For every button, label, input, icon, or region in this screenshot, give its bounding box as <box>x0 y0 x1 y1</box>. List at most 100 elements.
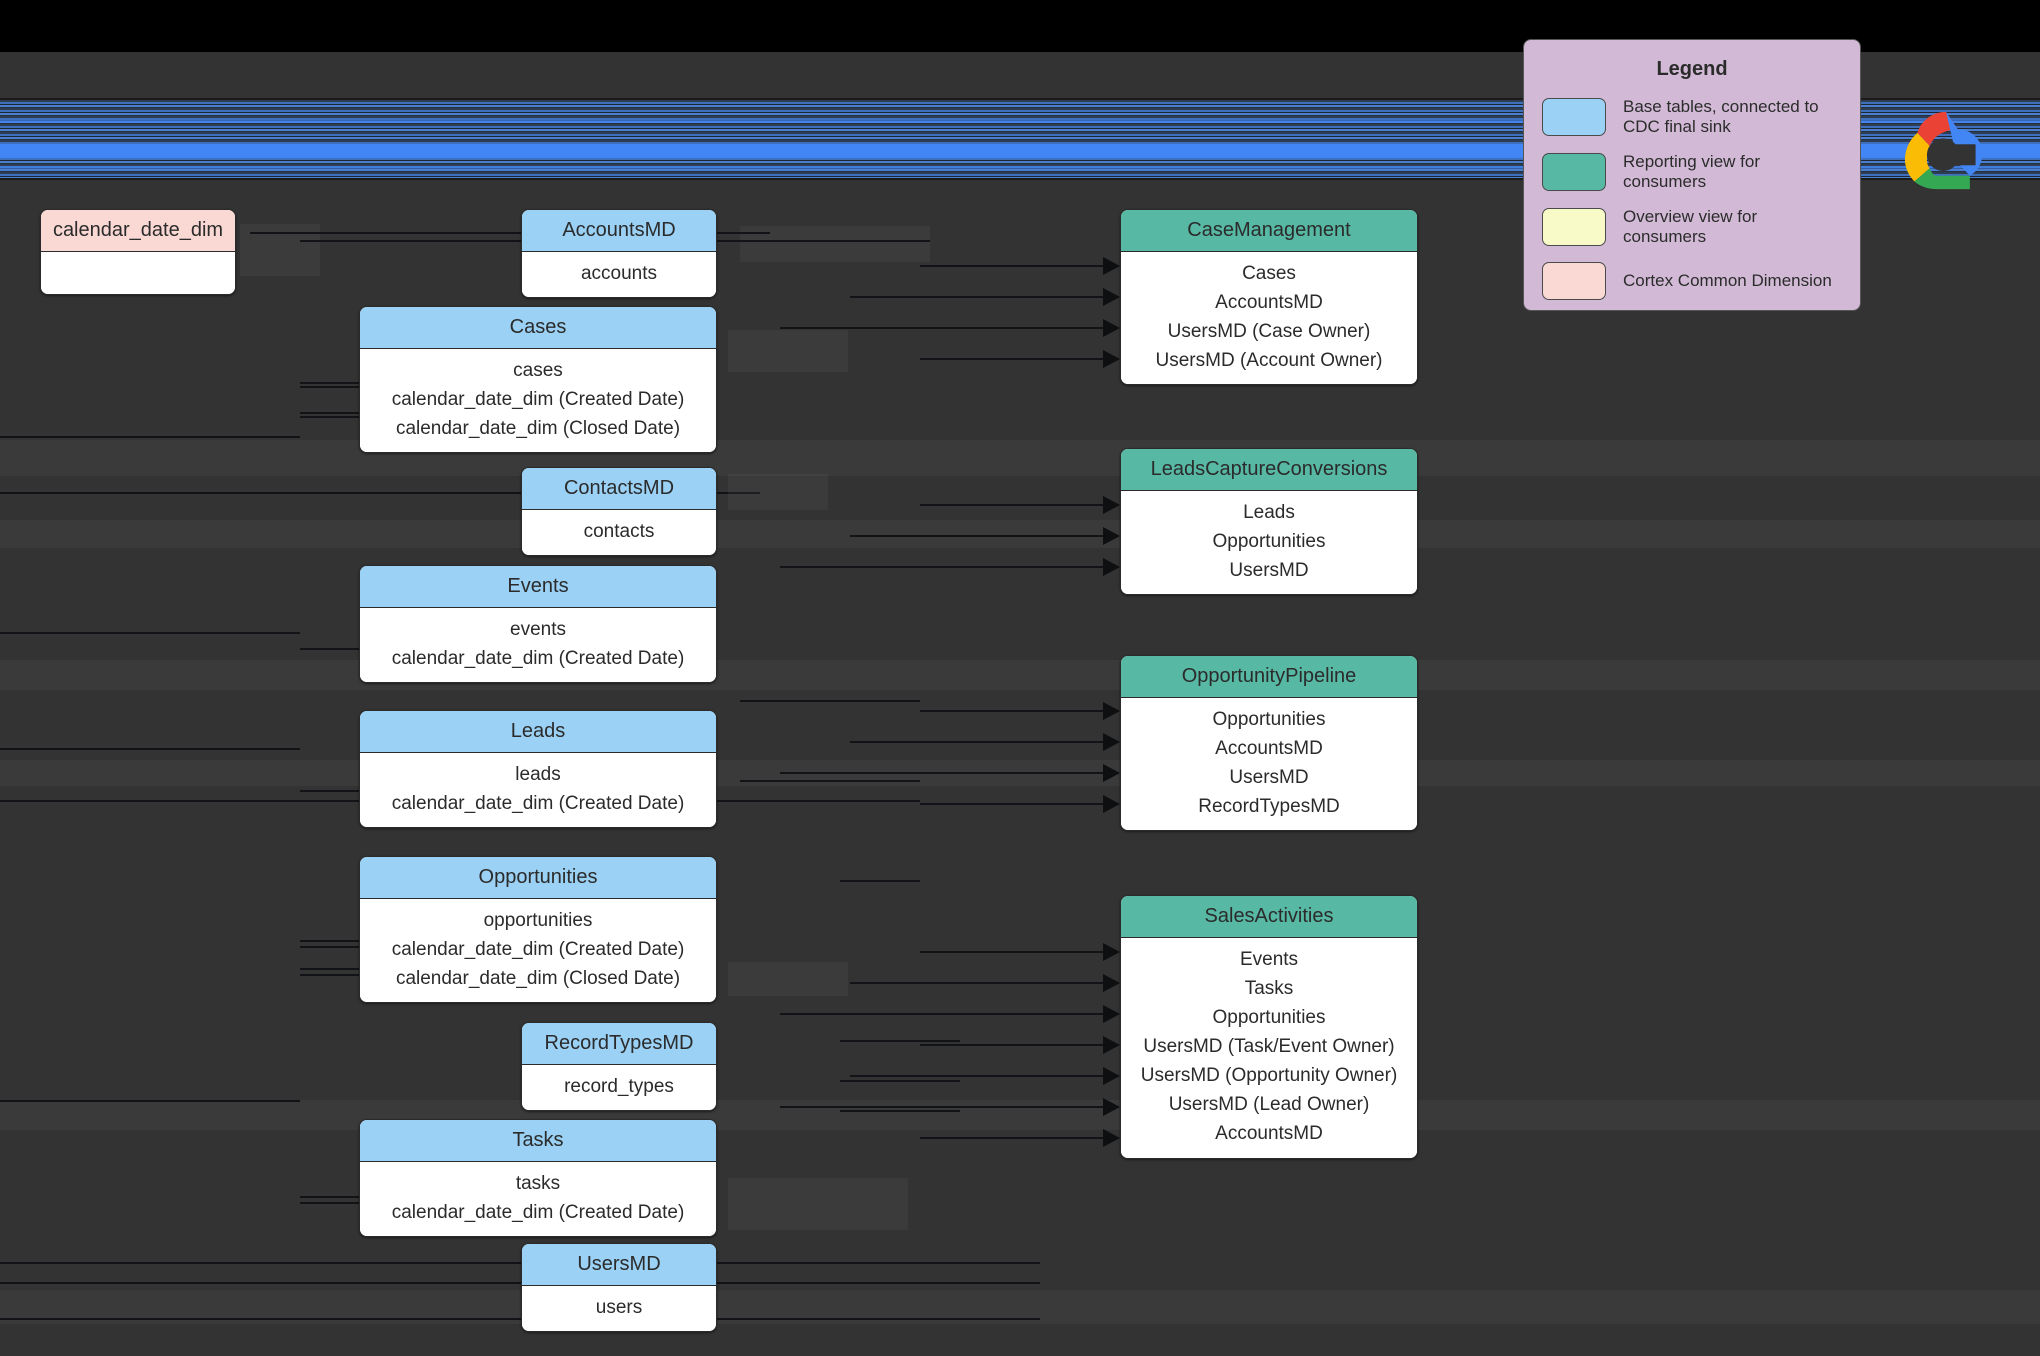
entity-body <box>41 252 235 294</box>
connector-arrowhead <box>1103 1036 1120 1054</box>
connector-line <box>850 982 1104 984</box>
entity-cases[interactable]: Cases cases calendar_date_dim (Created Dat… <box>359 306 717 454</box>
artifact-rule <box>0 436 300 438</box>
entity-row: UsersMD (Opportunity Owner) <box>1140 1065 1398 1087</box>
entity-row: cases <box>513 360 563 381</box>
connector-line <box>780 1106 1104 1108</box>
connector-arrowhead <box>1103 1098 1120 1116</box>
entity-row: RecordTypesMD <box>1198 796 1340 818</box>
connector-arrowhead <box>1103 974 1120 992</box>
entity-row: calendar_date_dim (Created Date) <box>391 939 685 961</box>
legend-item-label: Overview view for consumers <box>1623 207 1758 247</box>
connector-line <box>920 265 1104 267</box>
entity-header: Leads <box>360 711 716 753</box>
connector-line <box>780 1013 1104 1015</box>
artifact-rule <box>740 780 920 782</box>
entity-row: UsersMD <box>1229 560 1309 582</box>
bg-blotch <box>728 962 848 996</box>
entity-body: accounts <box>522 252 716 298</box>
connector-arrowhead <box>1103 496 1120 514</box>
legend-item: Reporting view for consumers <box>1542 152 1842 192</box>
bg-band <box>0 760 2040 786</box>
entity-header: ContactsMD <box>522 468 716 510</box>
artifact-rule <box>740 700 920 702</box>
artifact-rule <box>0 1282 1040 1284</box>
connector-stub <box>300 648 360 650</box>
connector-line <box>780 327 1104 329</box>
connector-arrowhead <box>1103 733 1120 751</box>
connector-arrowhead <box>1103 795 1120 813</box>
entity-row: Tasks <box>1244 978 1294 1000</box>
entity-header: Cases <box>360 307 716 349</box>
connector-line <box>920 1044 1104 1046</box>
connector-arrowhead <box>1103 702 1120 720</box>
connector-line <box>920 951 1104 953</box>
connector-arrowhead <box>1103 764 1120 782</box>
entity-row: UsersMD <box>1229 767 1309 789</box>
connector-stub <box>300 386 360 388</box>
connector-line <box>850 535 1104 537</box>
connector-line <box>920 710 1104 712</box>
entity-header: RecordTypesMD <box>522 1023 716 1065</box>
smear-edge-top <box>0 98 2040 100</box>
entity-row: leads <box>515 764 561 785</box>
artifact-rule <box>840 880 920 882</box>
bg-band <box>0 1290 2040 1324</box>
bg-blotch <box>740 226 930 262</box>
entity-row: AccountsMD <box>1215 1123 1323 1145</box>
entity-calendar-date-dim[interactable]: calendar_date_dim <box>40 209 236 295</box>
artifact-rule <box>840 1040 960 1042</box>
connector-line <box>920 358 1104 360</box>
artifact-rule <box>0 748 300 750</box>
bg-blotch <box>728 330 848 372</box>
bg-blotch <box>728 1178 908 1230</box>
connector-arrowhead <box>1103 1067 1120 1085</box>
entity-row: calendar_date_dim (Closed Date) <box>395 968 681 990</box>
legend-swatch <box>1542 98 1606 137</box>
legend-swatch <box>1542 262 1606 301</box>
connector-stub <box>300 1202 360 1204</box>
legend-panel: Legend Base tables, connected to CDC fin… <box>1523 39 1861 311</box>
entity-row: Opportunities <box>1212 709 1326 730</box>
entity-row: Leads <box>1243 502 1295 523</box>
legend-item: Overview view for consumers <box>1542 207 1842 247</box>
entity-row: users <box>595 1297 643 1318</box>
entity-body: users <box>522 1286 716 1332</box>
legend-item-label: Cortex Common Dimension <box>1623 271 1832 291</box>
entity-row: tasks <box>515 1173 561 1194</box>
entity-header: Tasks <box>360 1120 716 1162</box>
entity-row: Events <box>1239 949 1299 970</box>
connector-line <box>850 741 1104 743</box>
connector-line <box>780 566 1104 568</box>
legend-swatch <box>1542 153 1606 192</box>
entity-row: UsersMD (Case Owner) <box>1167 321 1371 343</box>
entity-row: Opportunities <box>1212 1007 1326 1029</box>
entity-row: accounts <box>580 263 658 284</box>
entity-body: contacts <box>522 510 716 556</box>
entity-row: calendar_date_dim (Created Date) <box>391 389 685 411</box>
smear-edge-bottom <box>0 178 2040 180</box>
legend-item-label: Reporting view for consumers <box>1623 152 1761 192</box>
entity-row: AccountsMD <box>1215 738 1323 760</box>
entity-body: record_types <box>522 1065 716 1111</box>
smear-line <box>0 120 2040 123</box>
legend-item: Base tables, connected to CDC final sink <box>1542 97 1842 137</box>
entity-row: UsersMD (Account Owner) <box>1155 350 1383 372</box>
